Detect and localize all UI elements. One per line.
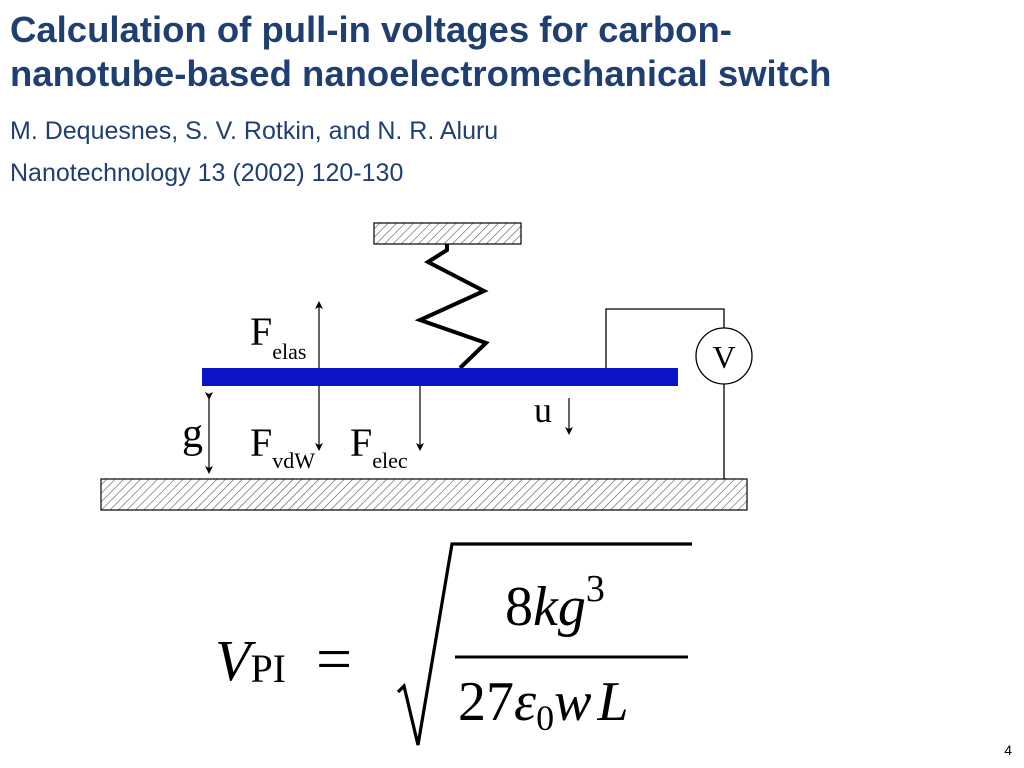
formula-lhs-sub: PI bbox=[250, 646, 286, 691]
vdw-force-sub: vdW bbox=[272, 448, 315, 473]
ground-electrode bbox=[100, 478, 748, 511]
elec-force-label: Felec bbox=[350, 420, 408, 473]
elec-force-sub: elec bbox=[372, 448, 408, 473]
vdw-force-main: F bbox=[250, 420, 272, 465]
top-anchor bbox=[373, 222, 522, 245]
slide-title: Calculation of pull-in voltages for carb… bbox=[10, 8, 831, 96]
formula-lhs: VPI bbox=[215, 628, 286, 693]
numerator-k: k bbox=[533, 576, 559, 638]
denominator-eps-sub: 0 bbox=[536, 698, 554, 738]
authors: M. Dequesnes, S. V. Rotkin, and N. R. Al… bbox=[10, 117, 499, 145]
gap-label: g bbox=[182, 411, 203, 457]
denominator-coef: 27 bbox=[458, 671, 514, 733]
displacement-label: u bbox=[534, 390, 552, 430]
numerator-exp: 3 bbox=[586, 568, 605, 610]
spring bbox=[414, 244, 490, 370]
elec-force-main: F bbox=[350, 420, 372, 465]
page-number: 4 bbox=[1004, 742, 1012, 758]
numerator-g: g bbox=[558, 576, 586, 638]
denominator-w: w bbox=[554, 671, 591, 733]
voltmeter bbox=[695, 327, 753, 385]
numerator-coef: 8 bbox=[505, 576, 533, 638]
slide-title-line-2: nanotube-based nanoelectromechanical swi… bbox=[10, 53, 832, 94]
vdw-force-label: FvdW bbox=[250, 420, 315, 473]
denominator-eps: ε bbox=[514, 671, 537, 733]
formula-equals: = bbox=[316, 623, 352, 694]
denominator-L: L bbox=[596, 671, 628, 733]
slide-title-line-1: Calculation of pull-in voltages for carb… bbox=[10, 9, 732, 50]
elastic-force-sub: elas bbox=[272, 339, 306, 364]
elastic-force-label: Felas bbox=[250, 309, 306, 364]
journal-citation: Nanotechnology 13 (2002) 120-130 bbox=[10, 159, 404, 187]
radical-sign bbox=[396, 542, 692, 746]
formula-lhs-var: V bbox=[215, 628, 257, 693]
formula-numerator: 8kg3 bbox=[505, 568, 605, 638]
nanotube-beam bbox=[202, 368, 678, 386]
elastic-force-main: F bbox=[250, 309, 272, 354]
voltmeter-label: V bbox=[712, 339, 735, 375]
circuit-wire-top bbox=[605, 308, 725, 368]
